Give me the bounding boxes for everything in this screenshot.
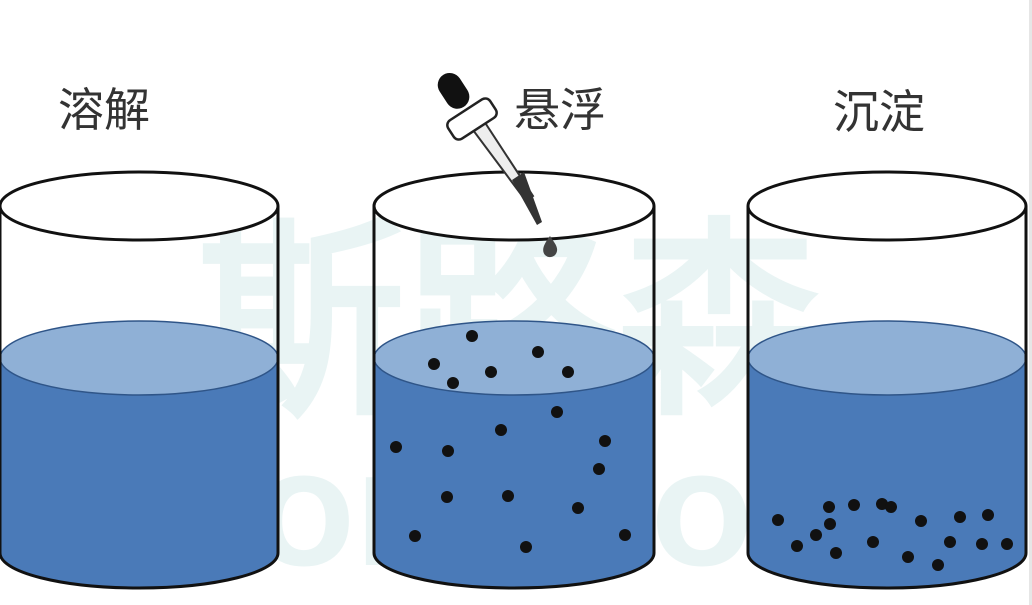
beaker-rim — [746, 170, 1028, 242]
water-body — [374, 358, 654, 588]
dropper-collar — [446, 97, 498, 141]
particle — [390, 441, 402, 453]
beaker-bottom — [372, 552, 656, 590]
particle — [932, 559, 944, 571]
particle — [466, 330, 478, 342]
particle — [551, 406, 563, 418]
particle — [867, 536, 879, 548]
particle — [409, 530, 421, 542]
particle — [428, 358, 440, 370]
water-surface — [747, 320, 1027, 396]
particle — [1001, 538, 1013, 550]
particle — [830, 547, 842, 559]
particle — [944, 536, 956, 548]
particle — [593, 463, 605, 475]
particle — [562, 366, 574, 378]
particle — [915, 515, 927, 527]
right-edge-divider — [1029, 0, 1032, 605]
particle — [599, 435, 611, 447]
sediment-particles — [772, 498, 1013, 571]
dropper-icon — [437, 72, 558, 258]
suspended-particles — [390, 330, 631, 553]
particle — [954, 511, 966, 523]
particle — [791, 540, 803, 552]
particle — [495, 424, 507, 436]
particle — [520, 541, 532, 553]
beaker-rim — [0, 170, 280, 242]
particle — [447, 377, 459, 389]
particle — [810, 529, 822, 541]
beaker-sediment — [746, 170, 1028, 590]
dropper-bulb — [437, 72, 470, 109]
water-surface — [373, 320, 655, 396]
particle — [976, 538, 988, 550]
particle — [885, 501, 897, 513]
water-body — [0, 358, 278, 588]
particle — [532, 346, 544, 358]
particle — [442, 445, 454, 457]
beaker-bottom — [0, 552, 280, 590]
particle — [902, 551, 914, 563]
label-dissolve: 溶解 — [58, 83, 150, 137]
particle — [619, 529, 631, 541]
particle — [824, 518, 836, 530]
particle — [572, 502, 584, 514]
particle — [441, 491, 453, 503]
particle — [848, 499, 860, 511]
label-sediment: 沉淀 — [833, 85, 925, 139]
particle — [823, 501, 835, 513]
label-suspend: 悬浮 — [514, 83, 606, 137]
particle — [502, 490, 514, 502]
particle — [982, 509, 994, 521]
particle — [772, 514, 784, 526]
beaker-suspend — [372, 170, 656, 590]
beaker-dissolve — [0, 170, 280, 590]
particle — [485, 366, 497, 378]
water-drop — [543, 236, 558, 258]
beaker-bottom — [746, 552, 1028, 590]
water-surface — [0, 320, 279, 396]
dropper-tip — [512, 172, 542, 225]
